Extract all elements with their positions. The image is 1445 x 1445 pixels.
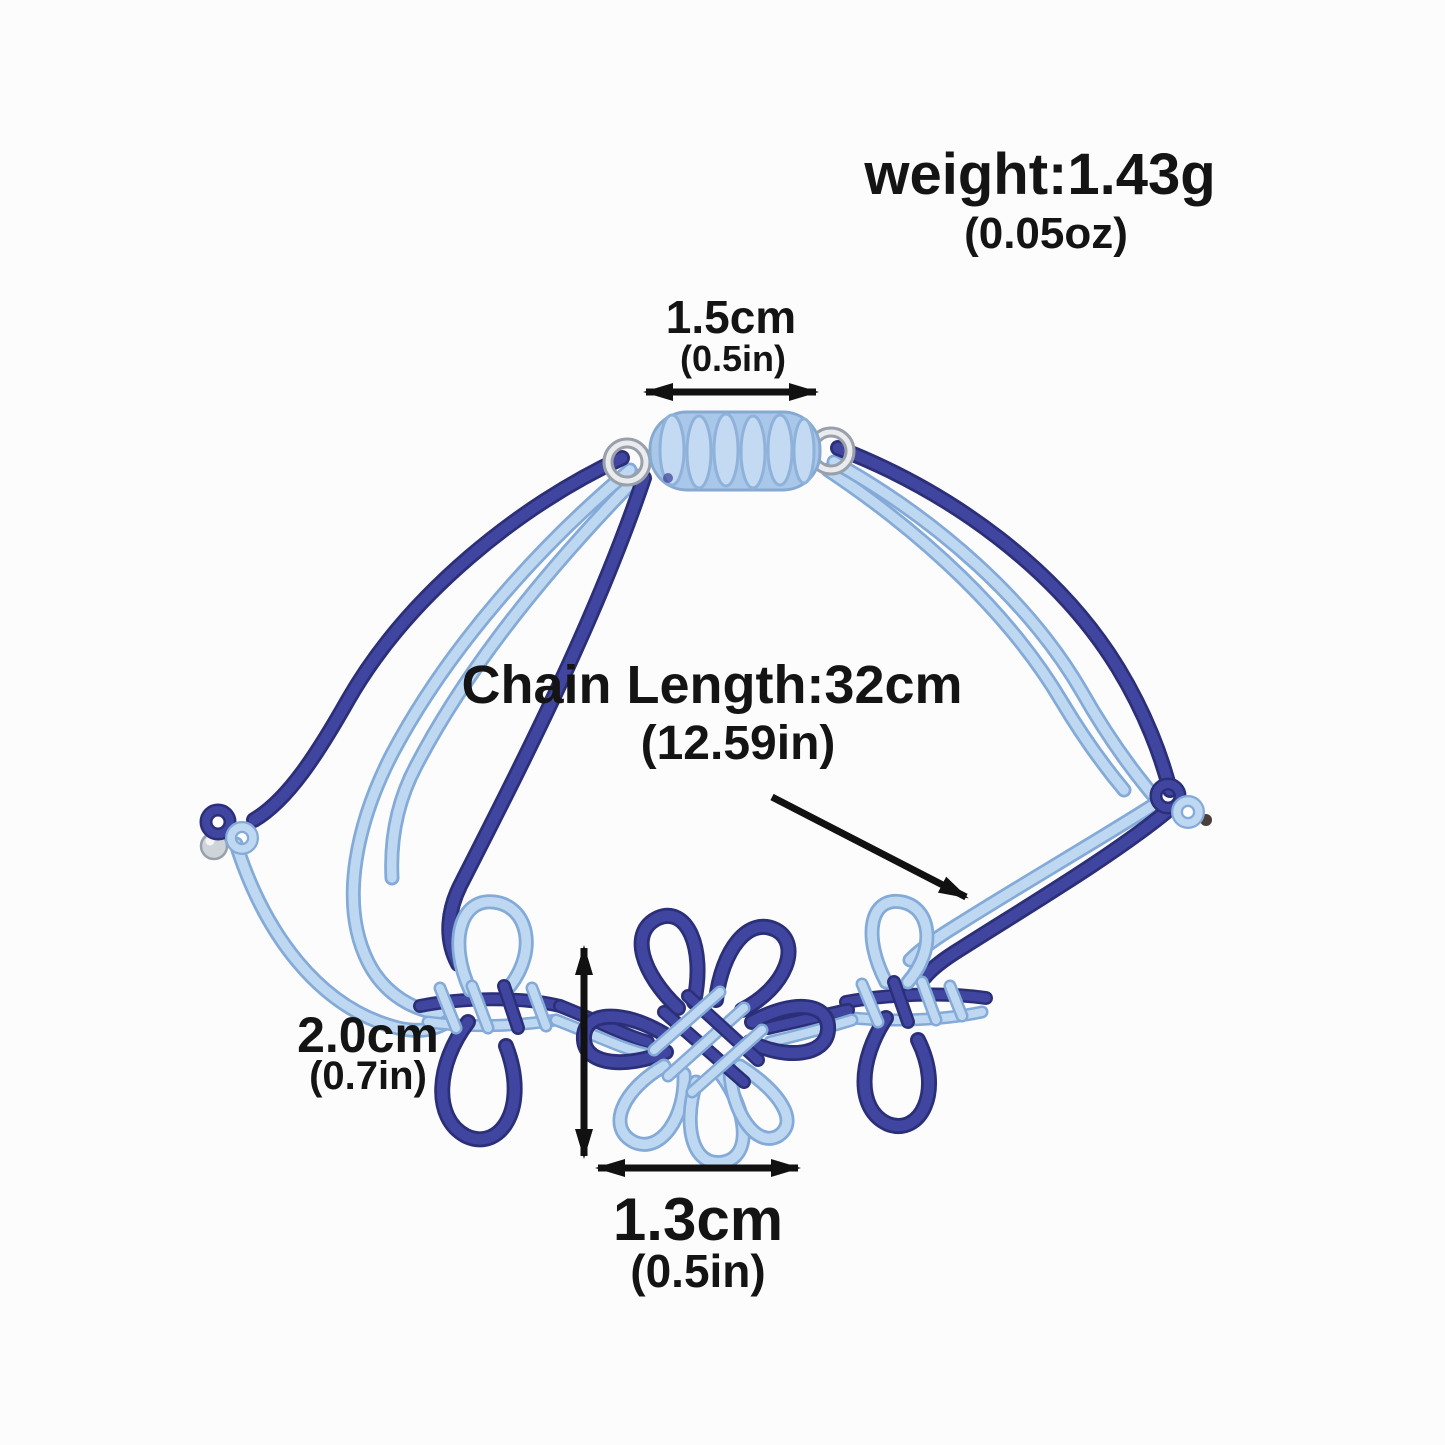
knot-height-sublabel: (0.7in): [309, 1054, 427, 1098]
knot-width-sublabel: (0.5in): [630, 1245, 766, 1297]
slider-width-label: 1.5cm: [665, 291, 797, 343]
silver-ring-left: [602, 437, 652, 487]
weight-label: weight:1.43g: [864, 142, 1216, 207]
chain-length-label: Chain Length:32cm: [461, 655, 963, 715]
right-end-knot: [1149, 777, 1212, 829]
left-end-knot-with-silver-bead: [199, 803, 259, 861]
right-clover-knot: [846, 901, 986, 1126]
chain-length-sublabel: (12.59in): [640, 717, 836, 770]
slider-barrel-knot: [602, 410, 856, 492]
slider-width-sublabel: (0.5in): [679, 338, 787, 379]
weight-sublabel: (0.05oz): [964, 209, 1128, 258]
knot-width-label: 1.3cm: [612, 1186, 784, 1253]
knot-height-label: 2.0cm: [297, 1007, 439, 1063]
chain-length-arrow: [770, 793, 969, 901]
